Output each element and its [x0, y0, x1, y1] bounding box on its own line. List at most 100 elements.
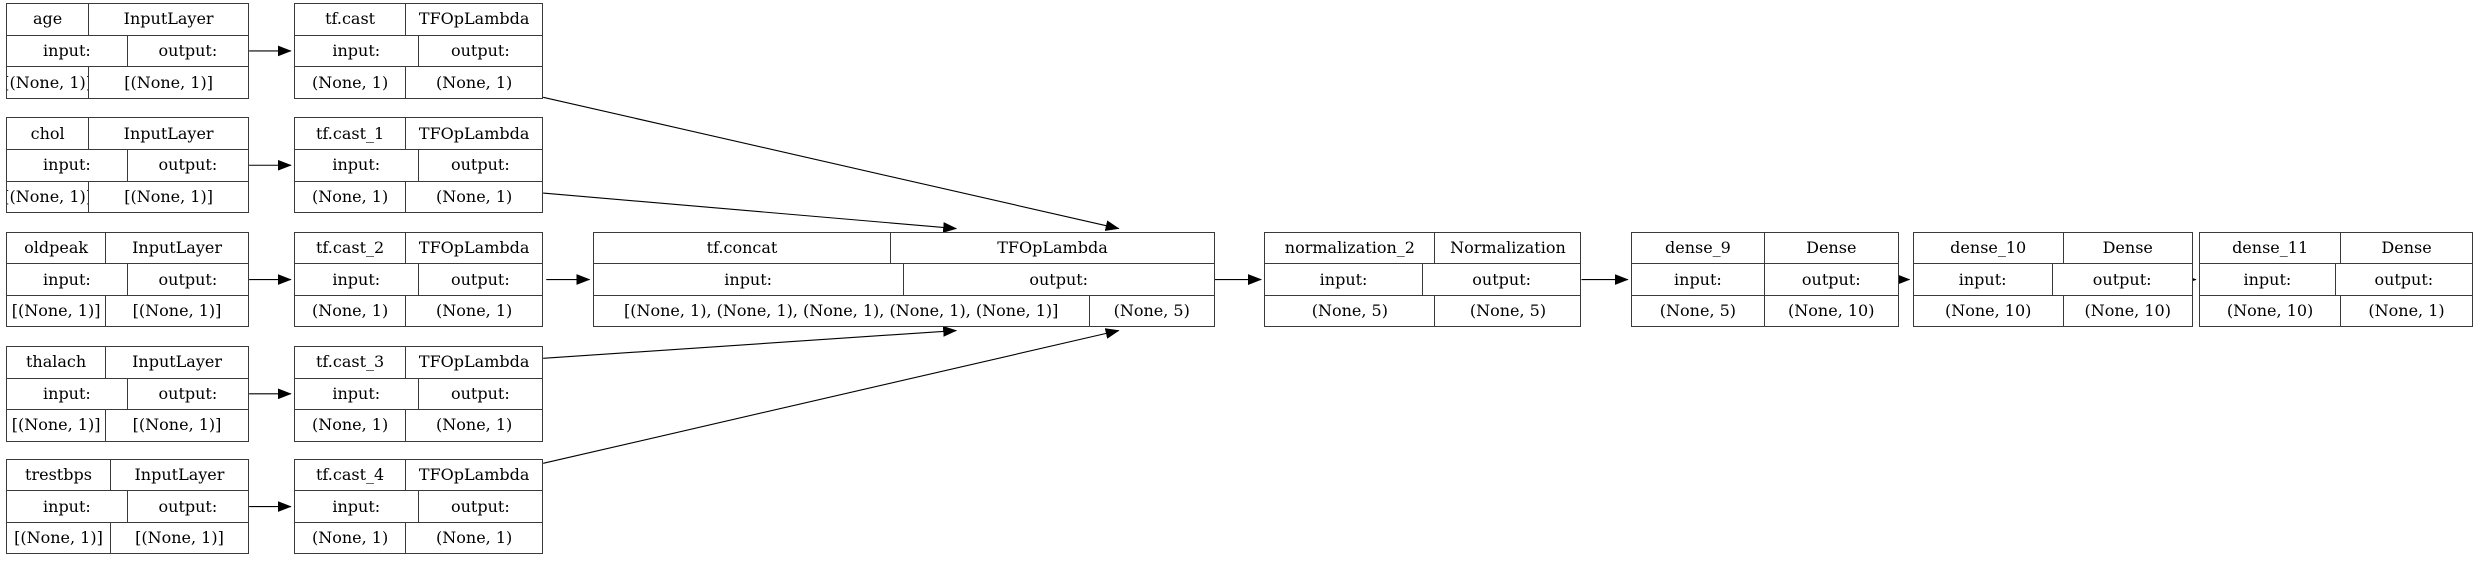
input-label-tf_cast_4: input: — [295, 491, 419, 522]
layer-class-dense_9: Dense — [1806, 237, 1857, 257]
layer-class-dense_11: Dense — [2381, 237, 2432, 257]
node-title-row: trestbps InputLayer — [7, 459, 249, 492]
layer-class-trestbps: InputLayer — [134, 464, 225, 484]
node-io-label-row: input:output: — [295, 491, 543, 523]
layer-node-trestbps[interactable]: trestbps InputLayer input: output: [(None, 1… — [6, 458, 250, 555]
input-label-tf_cast_3: input: — [295, 378, 419, 410]
input-shape-dense_9: (None, 5) — [1632, 295, 1765, 327]
layer-name-tf_cast_4: tf.cast_4 — [295, 459, 407, 491]
node-io-label-row: input: output: — [7, 35, 249, 68]
layer-name-dense_10: dense_10 — [1914, 232, 2064, 264]
node-shape-row: (None, 1)(None, 1) — [295, 67, 542, 98]
input-label-tf_cast_1: input: — [295, 149, 419, 181]
layer-name-trestbps: trestbps — [7, 459, 111, 491]
input-shape-thalach: [(None, 1)] — [7, 410, 106, 441]
connector-e-cast1-concat — [543, 193, 958, 233]
node-shape-row: (None, 1)(None, 1) — [295, 522, 542, 554]
layer-class-chol: InputLayer — [123, 123, 214, 143]
connector-e-cast3-concat — [543, 326, 958, 359]
node-io-label-row: input:output: — [2199, 264, 2472, 296]
input-shape-age: [(None, 1)] — [7, 67, 90, 98]
output-label-chol: output: — [158, 155, 218, 175]
input-shape-tf_cast_3: (None, 1) — [295, 410, 407, 441]
layer-name-age: age — [7, 4, 90, 35]
output-label-dense_10: output: — [2092, 269, 2152, 289]
layer-class-tf_concat: TFOpLambda — [997, 237, 1108, 257]
input-label-chol: input: — [7, 149, 128, 181]
output-label-trestbps: output: — [158, 496, 218, 516]
node-shape-row: (None, 1)(None, 1) — [295, 295, 542, 327]
output-shape-thalach: [(None, 1)] — [132, 415, 222, 435]
input-shape-tf_cast_1: (None, 1) — [295, 181, 407, 213]
input-label-trestbps: input: — [7, 491, 128, 522]
input-shape-dense_10: (None, 10) — [1914, 295, 2064, 327]
layer-name-dense_11: dense_11 — [2200, 232, 2342, 264]
layer-class-tf_cast_4: TFOpLambda — [418, 464, 530, 484]
input-shape-tf_concat: [(None, 1), (None, 1), (None, 1), (None,… — [594, 295, 1090, 327]
layer-name-tf_cast_3: tf.cast_3 — [295, 346, 407, 378]
output-shape-tf_cast_3: (None, 1) — [436, 415, 513, 435]
output-shape-oldpeak: [(None, 1)] — [132, 301, 222, 321]
layer-node-tf_cast_4[interactable]: tf.cast_4 TFOpLambda input:output:(None, 1… — [294, 458, 544, 555]
input-label-dense_11: input: — [2200, 264, 2336, 295]
layer-class-thalach: InputLayer — [132, 352, 222, 372]
layer-name-tf_cast: tf.cast — [295, 4, 407, 35]
output-shape-tf_cast: (None, 1) — [436, 72, 513, 92]
node-title-row: chol InputLayer — [7, 118, 249, 150]
input-shape-dense_11: (None, 10) — [2200, 295, 2342, 327]
node-shape-row: [(None, 1)] [(None, 1)] — [7, 181, 248, 213]
output-label-age: output: — [158, 40, 218, 60]
node-io-label-row: input:output: — [7, 264, 249, 296]
output-label-normalization_2: output: — [1472, 269, 1532, 289]
output-label-tf_concat: output: — [1029, 269, 1089, 289]
node-shape-row: [(None, 1)][(None, 1)] — [7, 522, 248, 554]
layer-name-chol: chol — [7, 118, 90, 149]
node-shape-row: (None, 10)(None, 10) — [1914, 295, 2192, 327]
connector-e-cast4-concat — [543, 328, 1120, 464]
node-shape-row: [(None, 1)][(None, 1)] — [7, 67, 248, 98]
input-label-age: input: — [7, 35, 128, 67]
input-label-thalach: input: — [7, 378, 128, 410]
node-io-label-row: input:output: — [295, 35, 543, 68]
node-shape-row: (None, 1) (None, 1) — [295, 410, 542, 441]
node-shape-row: [(None, 1)][(None, 1)] — [7, 295, 248, 327]
input-label-dense_10: input: — [1914, 264, 2053, 295]
layer-class-tf_cast_1: TFOpLambda — [418, 123, 530, 143]
layer-name-oldpeak: oldpeak — [7, 232, 106, 264]
layer-name-tf_cast_2: tf.cast_2 — [295, 232, 407, 264]
layer-class-tf_cast_3: TFOpLambda — [418, 352, 530, 372]
output-label-dense_9: output: — [1801, 269, 1861, 289]
output-label-tf_cast: output: — [450, 40, 510, 60]
input-label-tf_concat: input: — [594, 264, 904, 295]
output-label-tf_cast_1: output: — [450, 155, 510, 175]
input-shape-chol: [(None, 1)] — [7, 181, 90, 213]
node-shape-row: [(None, 1), (None, 1), (None, 1), (None,… — [594, 295, 1214, 327]
output-shape-chol: [(None, 1)] — [124, 186, 213, 206]
node-shape-row: [(None, 1)] [(None, 1)] — [7, 410, 248, 441]
input-label-normalization_2: input: — [1265, 264, 1423, 295]
input-label-oldpeak: input: — [7, 264, 128, 295]
node-io-label-row: input:output: — [1632, 264, 1898, 296]
node-io-label-row: input: output: — [593, 264, 1214, 296]
output-label-thalach: output: — [158, 383, 218, 403]
output-shape-normalization_2: (None, 5) — [1469, 301, 1547, 321]
